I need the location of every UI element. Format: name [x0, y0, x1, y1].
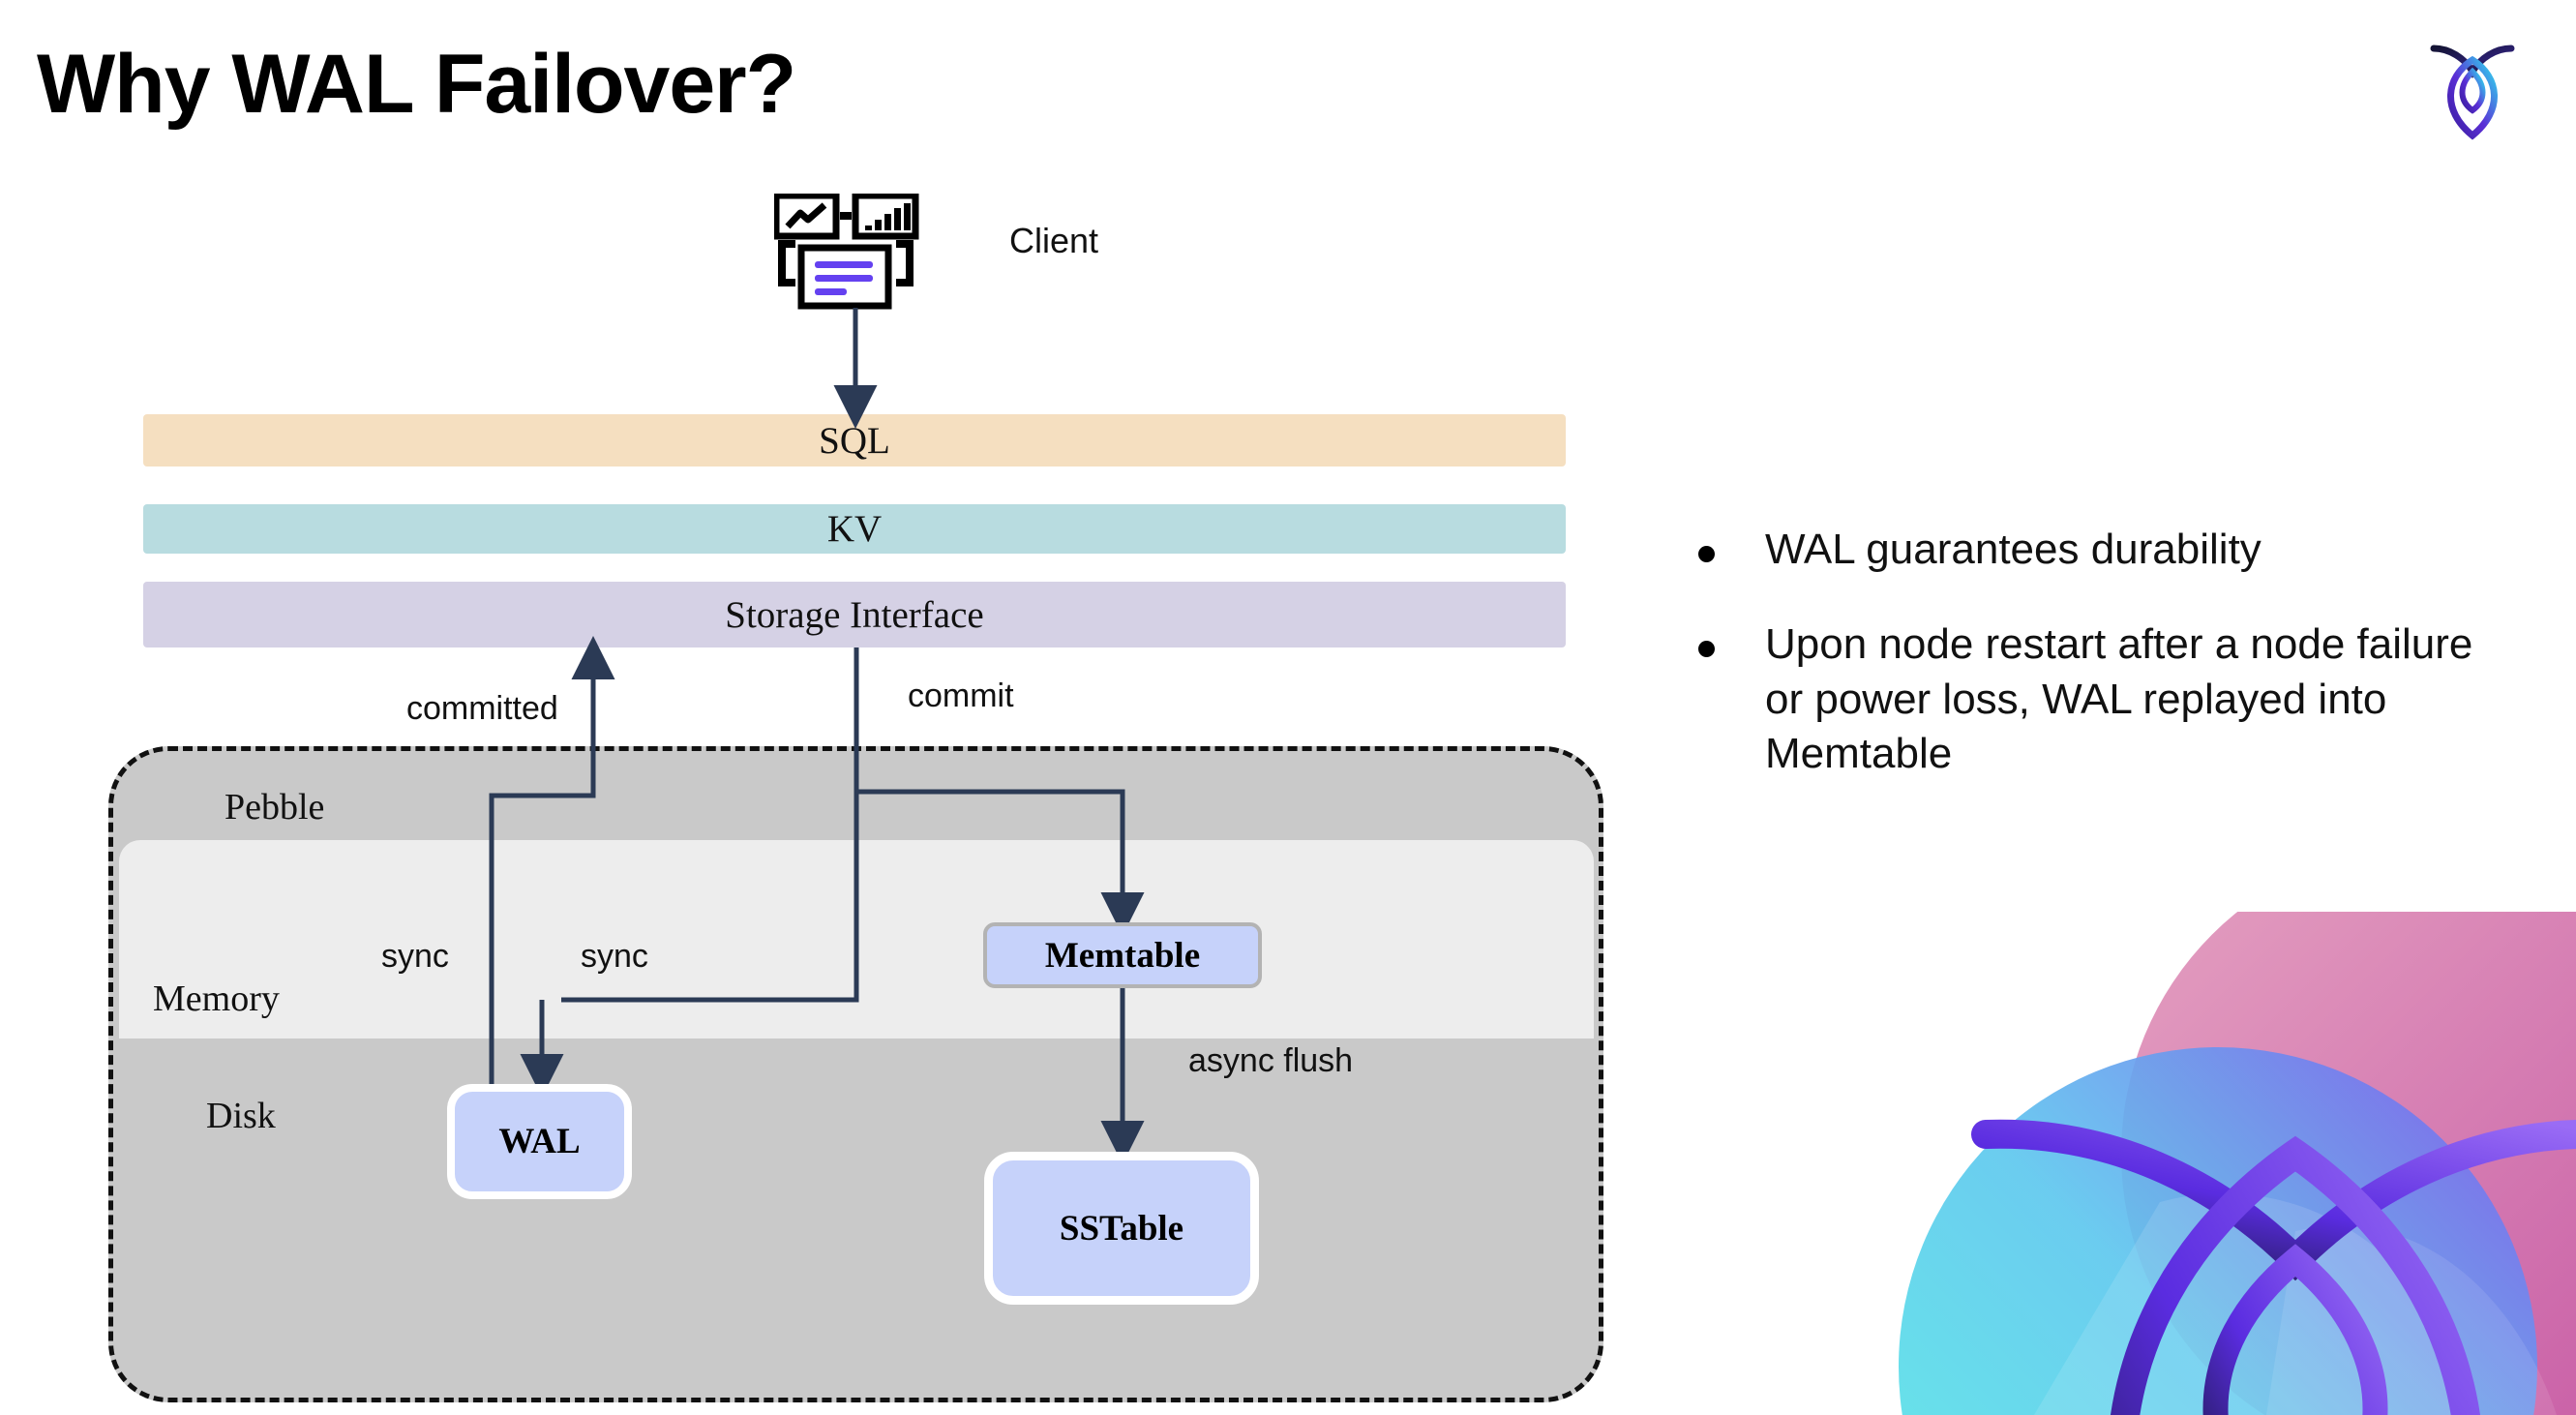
disk-label: Disk — [206, 1096, 276, 1136]
list-item: WAL guarantees durability — [1698, 523, 2501, 577]
layer-kv: KV — [143, 504, 1566, 554]
node-sstable-label: SSTable — [1059, 1208, 1184, 1249]
layer-storage-interface-label: Storage Interface — [725, 593, 984, 636]
layer-sql-label: SQL — [819, 419, 890, 462]
edge-label-sync-left: sync — [381, 938, 449, 975]
bullet-list: WAL guarantees durability Upon node rest… — [1698, 523, 2501, 822]
bullet-text: WAL guarantees durability — [1765, 526, 2261, 573]
bullet-text: Upon node restart after a node failure o… — [1765, 620, 2473, 777]
layer-kv-label: KV — [826, 508, 883, 550]
client-label: Client — [1009, 221, 1099, 260]
edge-label-async-flush: async flush — [1188, 1042, 1354, 1079]
list-item: Upon node restart after a node failure o… — [1698, 617, 2501, 781]
edge-label-committed: committed — [406, 690, 558, 727]
memory-region — [119, 840, 1594, 1039]
node-sstable: SSTable — [984, 1152, 1259, 1305]
node-memtable-label: Memtable — [1044, 935, 1201, 976]
node-wal: WAL — [447, 1084, 632, 1199]
client-dashboard-icon — [772, 192, 929, 310]
decorative-logo-graphic — [1841, 912, 2576, 1415]
node-wal-label: WAL — [498, 1122, 581, 1161]
pebble-label: Pebble — [225, 787, 325, 828]
edge-label-commit: commit — [908, 677, 1014, 714]
layer-sql: SQL — [143, 414, 1566, 467]
bullet-dot-icon — [1698, 546, 1715, 562]
memory-label: Memory — [153, 978, 280, 1019]
layer-storage-interface: Storage Interface — [143, 582, 1566, 647]
node-memtable: Memtable — [983, 922, 1262, 988]
edge-label-sync-right: sync — [581, 938, 648, 975]
page-title: Why WAL Failover? — [37, 38, 796, 131]
cockroachdb-logo-icon — [2414, 29, 2531, 145]
bullet-dot-icon — [1698, 641, 1715, 658]
